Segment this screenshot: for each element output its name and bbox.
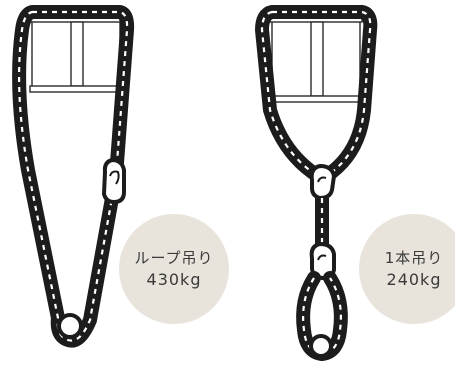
- ring-left: [57, 313, 83, 339]
- i-beam-right: [269, 15, 363, 103]
- label-single: 1本吊り 240kg: [358, 248, 455, 290]
- label-loop: ループ吊り 430kg: [118, 248, 230, 290]
- i-beam-left: [29, 15, 123, 93]
- hook-right-upper: [309, 163, 337, 201]
- single-capacity-label: 240kg: [386, 270, 442, 289]
- capacity-badge-single: [359, 214, 455, 324]
- loop-method-label: ループ吊り: [134, 249, 214, 267]
- loop-capacity-label: 430kg: [146, 270, 202, 289]
- hook-left: [101, 157, 126, 205]
- ring-right: [309, 334, 333, 358]
- capacity-badge-loop: [119, 214, 229, 324]
- single-method-label: 1本吊り: [384, 249, 444, 267]
